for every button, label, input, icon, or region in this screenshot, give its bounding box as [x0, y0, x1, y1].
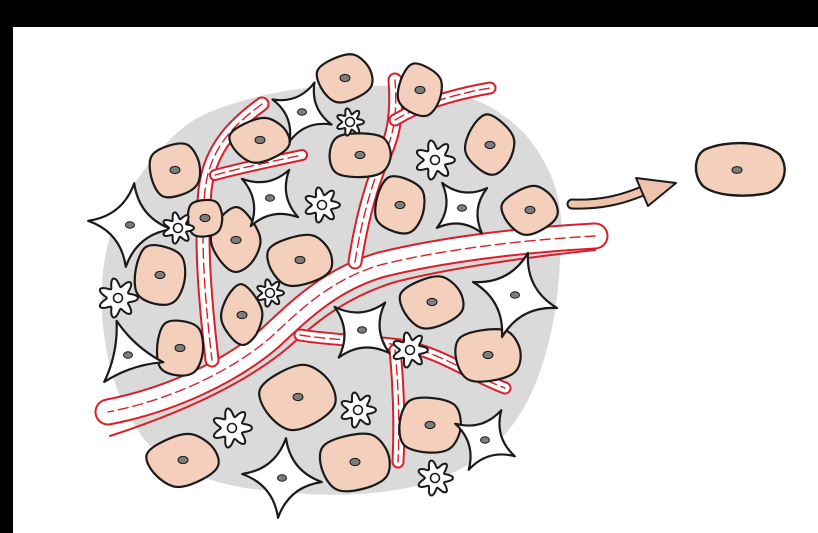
tumor-cell: [267, 235, 332, 286]
nucleus: [228, 424, 237, 433]
migrating-cell: [696, 143, 785, 196]
nucleus: [266, 195, 275, 201]
nucleus: [200, 214, 210, 221]
nucleus: [458, 205, 467, 211]
nucleus: [415, 86, 425, 93]
nucleus: [354, 406, 363, 415]
nucleus: [124, 352, 133, 358]
nucleus: [126, 222, 135, 228]
tumor-microenvironment-diagram: [13, 27, 818, 533]
nucleus: [525, 206, 535, 213]
tumor-cell: [398, 63, 442, 116]
nucleus: [427, 298, 437, 305]
nucleus: [178, 456, 188, 463]
tumor-cell: [135, 245, 185, 305]
tumor-cell: [320, 434, 390, 492]
tumor-cell: [150, 143, 200, 197]
nucleus: [175, 344, 185, 351]
nucleus: [355, 151, 365, 158]
nucleus: [170, 166, 180, 173]
nucleus: [340, 74, 350, 81]
arrow-right-icon: [572, 178, 676, 206]
tumor-cell: [455, 329, 520, 381]
nucleus: [155, 271, 165, 278]
nucleus: [318, 201, 327, 210]
nucleus: [485, 141, 495, 148]
nucleus: [295, 256, 305, 263]
nucleus: [350, 458, 360, 465]
nucleus: [237, 311, 247, 318]
nucleus: [483, 351, 493, 358]
nucleus: [114, 294, 123, 303]
diagram-canvas: [13, 27, 818, 533]
nucleus: [425, 421, 435, 428]
nucleus: [358, 327, 367, 333]
nucleus: [431, 156, 440, 165]
nucleus: [481, 437, 490, 443]
nucleus: [395, 201, 405, 208]
nucleus: [293, 393, 303, 400]
nucleus: [406, 346, 415, 355]
tumor-cell: [157, 321, 203, 376]
nucleus: [255, 136, 265, 143]
nucleus: [511, 292, 520, 298]
nucleus: [431, 474, 440, 483]
nucleus: [231, 236, 241, 243]
nucleus: [174, 224, 183, 233]
nucleus: [298, 109, 307, 115]
tumor-cell: [399, 398, 460, 453]
nucleus: [346, 118, 355, 127]
nucleus: [278, 475, 287, 481]
nucleus: [266, 289, 275, 298]
tumor-cell: [188, 200, 222, 237]
nucleus: [732, 167, 742, 174]
tumor-cell: [375, 176, 424, 233]
tumor-cell: [330, 133, 391, 177]
branch-down-vessel: [395, 350, 399, 462]
